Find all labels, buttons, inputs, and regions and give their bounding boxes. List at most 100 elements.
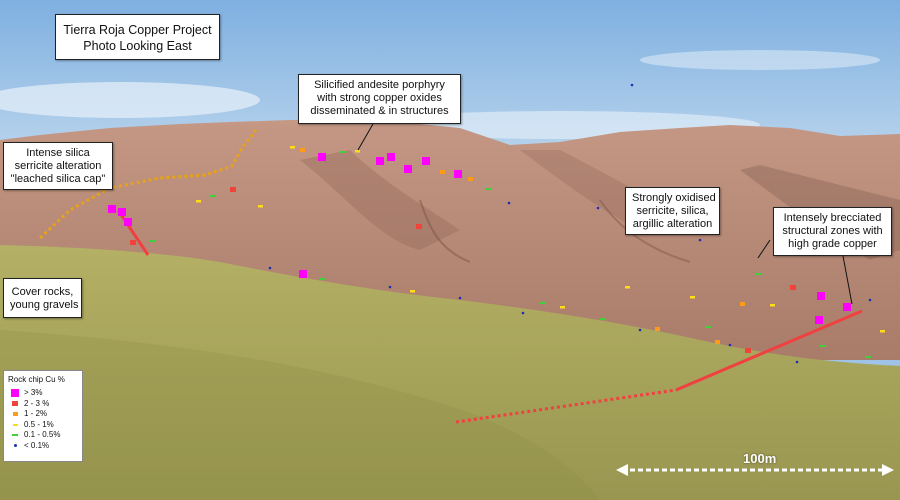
sample-over-3pct: [387, 153, 395, 161]
legend-label: 0.5 - 1%: [24, 419, 54, 429]
legend-title: Rock chip Cu %: [8, 375, 65, 384]
structure-line: [675, 309, 863, 392]
callout-line: young gravels: [10, 299, 79, 311]
legend-item: > 3%: [8, 388, 78, 399]
sample-over-3pct: [124, 218, 132, 226]
sample-over-3pct: [108, 205, 116, 213]
sample-under-0-1pct: [638, 328, 642, 332]
callout-cover-rocks: Cover rocks, young gravels: [3, 278, 82, 318]
legend-swatch: [8, 434, 22, 437]
legend-item: 0.1 - 0.5%: [8, 430, 78, 441]
sample-0-5-1pct: [560, 306, 565, 309]
callout-silicified-porphyry: Silicified andesite porphyry with strong…: [298, 74, 461, 124]
callout-line: Intense silica: [26, 147, 90, 159]
sample-over-3pct: [118, 208, 126, 216]
title-line-2: Photo Looking East: [83, 39, 192, 53]
sample-0-5-1pct: [690, 296, 695, 299]
callout-oxidised-alteration: Strongly oxidised serricite, silica, arg…: [625, 187, 720, 235]
legend-swatch: [8, 401, 22, 407]
legend: Rock chip Cu % > 3% 2 - 3 % 1 - 2% 0.5 -…: [3, 370, 83, 462]
sample-0-5-1pct: [880, 330, 885, 333]
legend-item: 2 - 3 %: [8, 399, 78, 410]
sample-under-0-1pct: [795, 360, 799, 364]
sample-over-3pct: [843, 303, 851, 311]
sample-2-3pct: [130, 240, 136, 245]
dash-symbol: [12, 434, 18, 437]
sample-0-1-0-5pct: [340, 151, 346, 153]
cloud: [0, 82, 260, 118]
sample-0-1-0-5pct: [755, 273, 761, 275]
sample-1-2pct: [740, 302, 745, 306]
title-line-1: Tierra Roja Copper Project: [63, 23, 212, 37]
callout-brecciated-zones: Intensely brecciated structural zones wi…: [773, 207, 892, 256]
callout-line: structural zones with: [782, 225, 883, 237]
structure-line: [116, 209, 150, 256]
sample-under-0-1pct: [868, 298, 872, 302]
sample-under-0-1pct: [698, 238, 702, 242]
sample-0-1-0-5pct: [150, 240, 156, 242]
leader-line: [842, 255, 853, 305]
sample-0-1-0-5pct: [865, 356, 871, 358]
sample-2-3pct: [745, 348, 751, 353]
sample-0-5-1pct: [355, 150, 360, 153]
sample-under-0-1pct: [728, 343, 732, 347]
sample-under-0-1pct: [596, 206, 600, 210]
legend-swatch: [8, 389, 22, 398]
callout-line: disseminated & in structures: [310, 105, 449, 117]
callout-line: with strong copper oxides: [317, 92, 442, 104]
sample-1-2pct: [440, 170, 445, 174]
title-box: Tierra Roja Copper Project Photo Looking…: [55, 14, 220, 60]
sample-0-1-0-5pct: [540, 302, 546, 304]
callout-leaders: [357, 123, 853, 305]
sample-0-5-1pct: [625, 286, 630, 289]
sample-over-3pct: [299, 270, 307, 278]
legend-label: 2 - 3 %: [24, 398, 50, 408]
sample-over-3pct: [404, 165, 412, 173]
sample-over-3pct: [815, 316, 823, 324]
dot-symbol: [13, 444, 17, 448]
sample-over-3pct: [454, 170, 462, 178]
callout-line: Strongly oxidised: [632, 192, 716, 204]
sample-1-2pct: [655, 327, 660, 331]
sample-0-5-1pct: [410, 290, 415, 293]
sample-over-3pct: [422, 157, 430, 165]
sample-under-0-1pct: [507, 201, 511, 205]
legend-label: 0.1 - 0.5%: [24, 430, 61, 440]
scale-bar: [616, 464, 894, 476]
sample-0-5-1pct: [258, 205, 263, 208]
scale-bar-right-arrow: [882, 464, 894, 476]
cloud: [640, 50, 880, 70]
sample-2-3pct: [790, 285, 796, 290]
leached-cap-outline: [38, 129, 258, 240]
leader-line: [757, 239, 771, 259]
scale-bar-label: 100m: [743, 451, 777, 466]
small-square-symbol: [12, 412, 18, 417]
callout-line: Silicified andesite porphyry: [314, 79, 445, 91]
legend-label: > 3%: [24, 388, 43, 398]
sample-2-3pct: [416, 224, 422, 229]
sample-0-5-1pct: [290, 146, 295, 149]
sample-1-2pct: [468, 177, 473, 181]
sample-0-1-0-5pct: [320, 278, 326, 280]
legend-swatch: [8, 444, 22, 448]
large-square-symbol: [11, 389, 19, 398]
sample-under-0-1pct: [268, 266, 272, 270]
legend-item: 1 - 2%: [8, 409, 78, 420]
sample-under-0-1pct: [388, 285, 392, 289]
medium-square-symbol: [12, 401, 18, 407]
callout-line: high grade copper: [788, 238, 877, 250]
callout-line: "leached silica cap": [10, 173, 106, 185]
gully: [599, 199, 691, 263]
legend-label: < 0.1%: [24, 440, 50, 450]
callout-line: serricite, silica,: [636, 205, 709, 217]
sample-0-1-0-5pct: [600, 318, 606, 320]
legend-label: 1 - 2%: [24, 409, 48, 419]
sample-under-0-1pct: [521, 311, 525, 315]
sample-0-1-0-5pct: [210, 195, 216, 197]
small-dash-symbol: [12, 423, 18, 426]
callout-line: Intensely brecciated: [783, 212, 882, 224]
sample-0-5-1pct: [196, 200, 201, 203]
sample-over-3pct: [318, 153, 326, 161]
gully: [419, 199, 471, 263]
gravel-shadow: [0, 330, 600, 500]
